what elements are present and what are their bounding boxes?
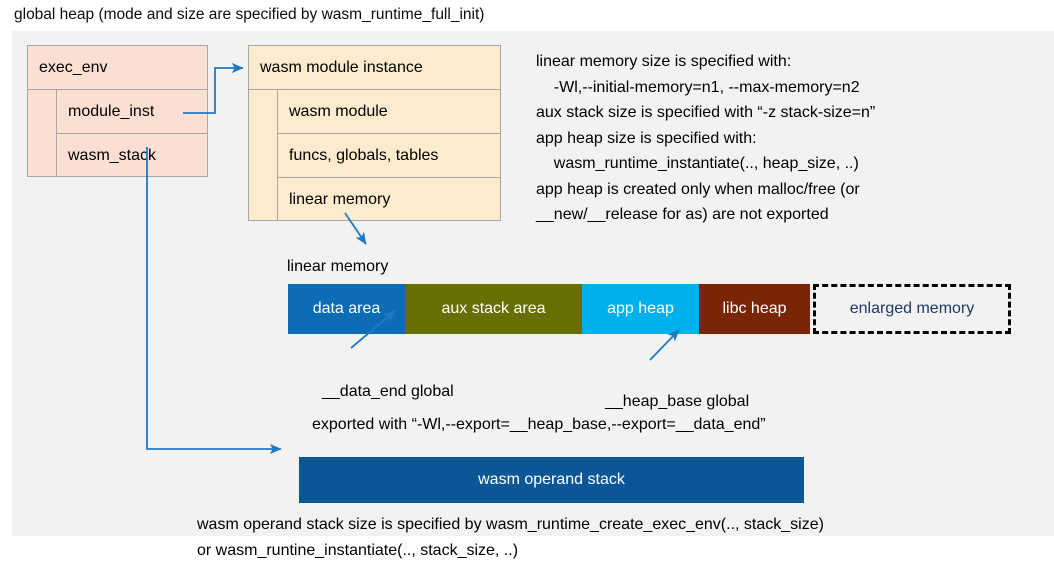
exec-env-header: exec_env [28,46,207,90]
memory-segment-libc-heap: libc heap [699,284,810,334]
diagram-panel: exec_env module_inst wasm_stack wasm mod… [12,31,1054,559]
memory-segment-enlarged-memory: enlarged memory [813,284,1011,334]
linear-memory-strip-label: linear memory [287,258,389,275]
module-instance-field-linear-memory: linear memory [289,190,391,208]
exec-env-field-module-inst: module_inst [57,90,207,134]
module-instance-gutter [249,90,278,221]
module-instance-field-funcs-globals-tables: funcs, globals, tables [278,134,500,178]
module-instance-header: wasm module instance [249,46,500,90]
wasm-operand-stack-bar: wasm operand stack [299,457,804,503]
exec-env-field-wasm-stack: wasm_stack [68,146,157,164]
wasm-module-instance-box: wasm module instance wasm module funcs, … [248,45,501,221]
linear-memory-notes: linear memory size is specified with: -W… [536,53,876,223]
page-title: global heap (mode and size are specified… [14,6,485,23]
memory-segment-data-area: data area [288,284,405,334]
module-instance-field-wasm-module: wasm module [278,90,500,134]
memory-segment-aux-stack-area: aux stack area [405,284,582,334]
memory-segment-app-heap: app heap [582,284,699,334]
exec-env-gutter [28,90,57,177]
wasm-operand-stack-note: wasm operand stack size is specified by … [197,516,824,559]
export-flags-note: exported with “-Wl,--export=__heap_base,… [312,416,766,433]
heap-base-global-label: __heap_base global [605,393,750,410]
data-end-global-label: __data_end global [322,383,454,400]
exec-env-box: exec_env module_inst wasm_stack [27,45,208,177]
linear-memory-strip: data area aux stack area app heap libc h… [288,284,1011,334]
